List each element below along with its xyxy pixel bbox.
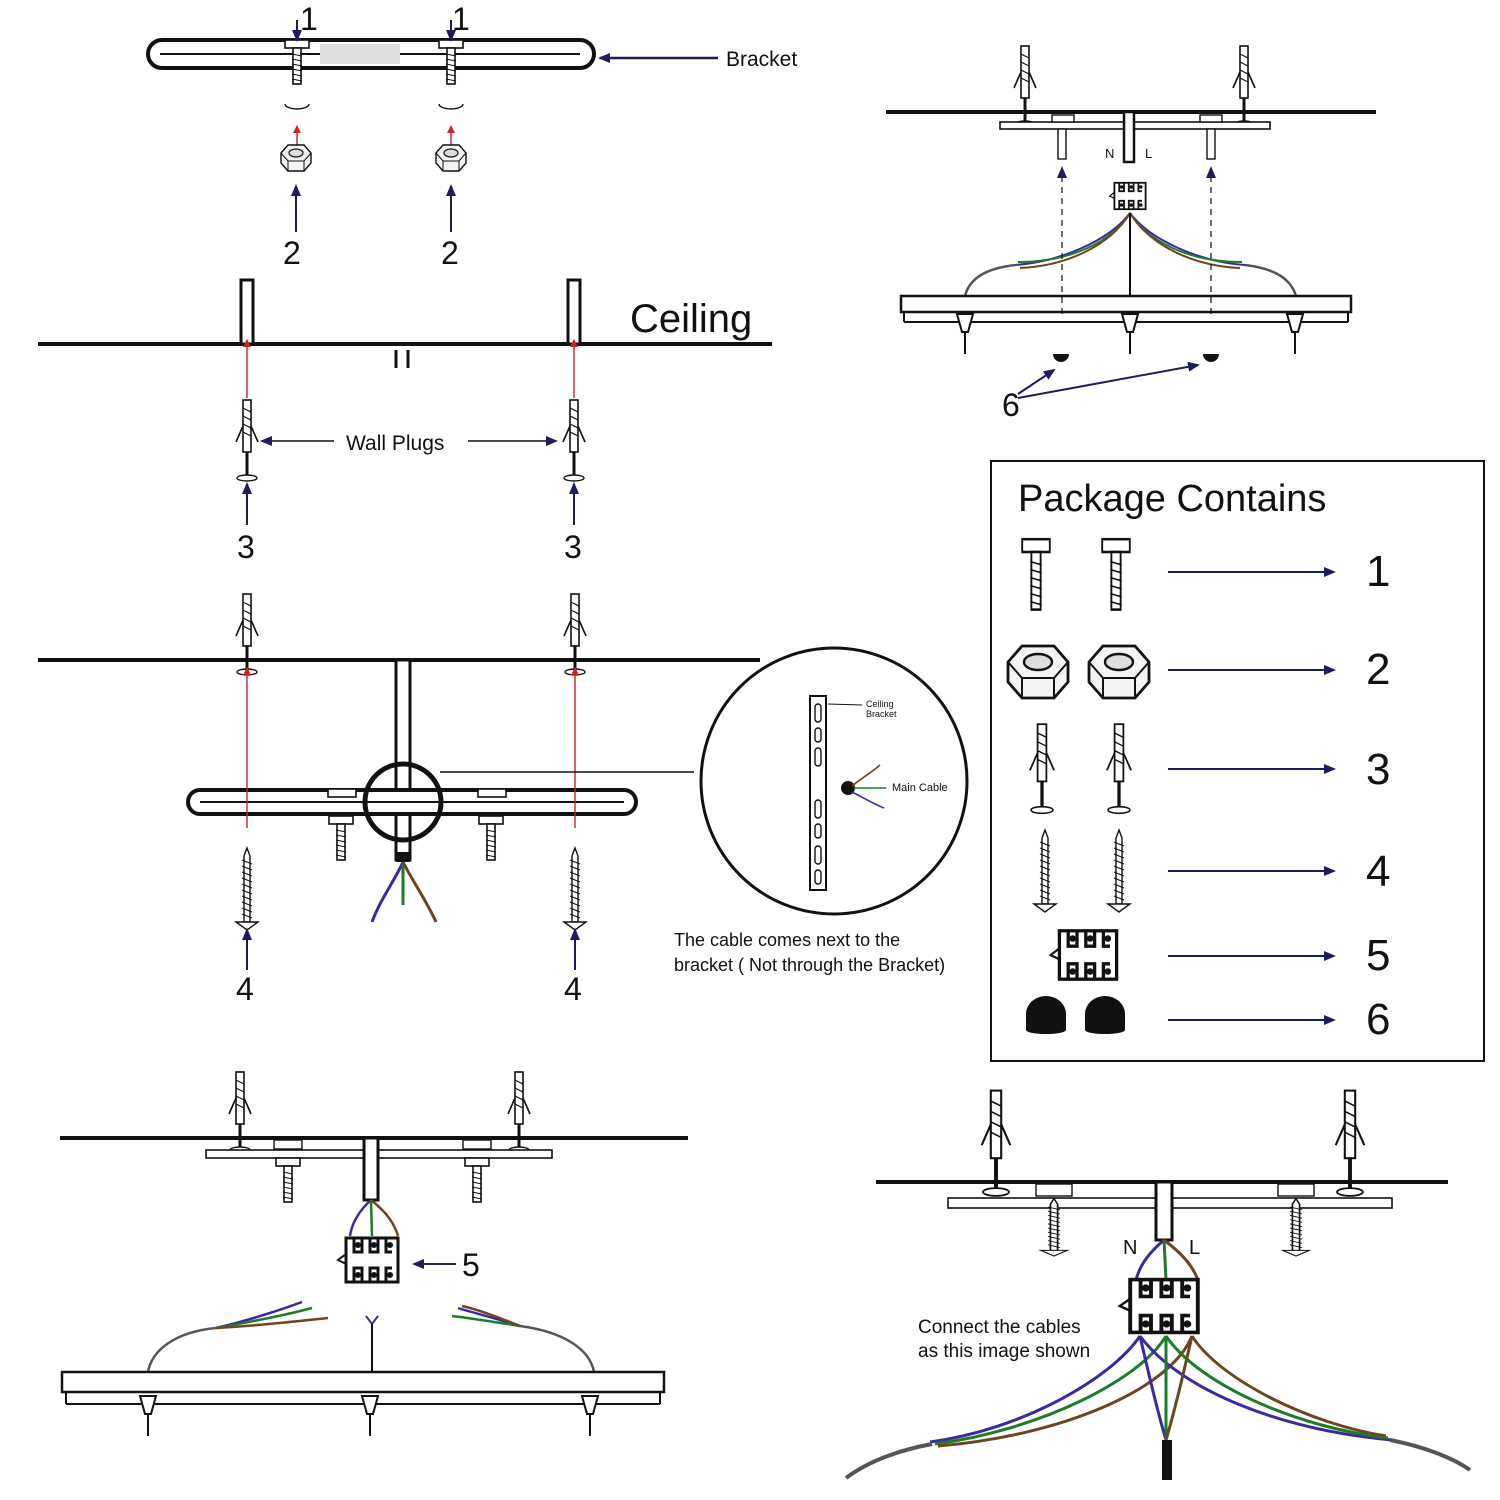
package-contains-box: Package Contains 1 2 3 4 — [990, 460, 1485, 1062]
grip-bl-left-icon — [139, 1395, 157, 1437]
package-item-4: 4 — [1033, 829, 1390, 913]
plug-tr-left-icon — [1012, 44, 1038, 129]
wood-screw-right-icon — [563, 847, 587, 931]
label-number-5: 5 — [462, 1247, 480, 1283]
grip-bl-center-icon — [361, 1395, 379, 1437]
step-canopy-caps: N L 6 — [886, 44, 1376, 423]
package-item-5: 5 — [1048, 929, 1390, 981]
cable-note-line2: bracket ( Not through the Bracket) — [674, 955, 945, 975]
bolt-bl-left-icon — [275, 1157, 301, 1203]
plug-bl-right-icon — [506, 1070, 532, 1155]
label-number-1-left: 1 — [300, 1, 318, 37]
plug-bl-left-icon — [227, 1070, 253, 1155]
connect-note-line1: Connect the cables — [918, 1317, 1081, 1338]
package-item-6: 6 — [1026, 995, 1390, 1044]
end-cap-icon — [1026, 996, 1066, 1034]
wall-plug-installed-left-icon — [234, 592, 260, 677]
grip-right-icon — [1286, 313, 1304, 355]
label-l-bottom: L — [1189, 1237, 1200, 1259]
grip-center-icon — [1121, 313, 1139, 355]
bolt-bl-right-icon — [464, 1157, 490, 1203]
connector-br-icon — [1117, 1277, 1200, 1335]
label-main-cable: Main Cable — [892, 782, 948, 794]
label-number-2-left: 2 — [283, 235, 301, 271]
label-wall-plugs: Wall Plugs — [346, 432, 444, 455]
label-l-top: L — [1145, 146, 1152, 161]
wall-plug-left-icon — [234, 398, 260, 483]
label-number-6: 6 — [1002, 387, 1020, 423]
cap-right-icon — [1203, 354, 1219, 362]
label-number-3-right: 3 — [564, 529, 582, 565]
package-number-4: 4 — [1366, 847, 1390, 896]
nut-right-icon — [435, 144, 467, 172]
label-bracket: Bracket — [726, 48, 797, 71]
end-cap-icon — [1085, 996, 1125, 1034]
connector-bl-icon — [336, 1236, 400, 1284]
detail-callout: Ceiling Bracket Main Cable — [699, 646, 969, 916]
ceiling-bracket-detail — [809, 695, 827, 891]
hex-nut-icon — [1006, 644, 1070, 700]
package-number-2: 2 — [1366, 645, 1390, 694]
connect-note-line2: as this image shown — [918, 1341, 1090, 1362]
label-number-1-right: 1 — [452, 1, 470, 37]
label-ceiling: Ceiling — [630, 297, 752, 341]
label-number-4-left: 4 — [236, 971, 254, 1007]
plug-tr-right-icon — [1231, 44, 1257, 129]
ceiling-rod — [394, 658, 412, 862]
label-ceiling-bracket-line2: Bracket — [866, 709, 897, 719]
package-number-5: 5 — [1366, 931, 1390, 980]
label-number-2-right: 2 — [441, 235, 459, 271]
step-connector: 5 — [60, 1070, 688, 1437]
nut-left-icon — [280, 144, 312, 172]
bolt-left-icon — [328, 815, 354, 861]
wall-plug-right-icon — [561, 398, 587, 483]
label-n-top: N — [1105, 146, 1114, 161]
package-item-1: 1 — [1020, 537, 1390, 611]
wood-screw-left-icon — [235, 847, 259, 931]
label-number-3-left: 3 — [237, 529, 255, 565]
step-ceiling-plugs: Ceiling Wall Plugs 3 3 — [38, 278, 772, 565]
step-fix-bracket: 4 4 Ceiling Bracket Main Cable The cable… — [38, 592, 969, 1007]
package-item-2: 2 — [1006, 644, 1390, 700]
canopy-bar-top — [899, 294, 1353, 314]
cap-left-icon — [1053, 354, 1069, 362]
package-item-3: 3 — [1028, 722, 1390, 815]
cable-note-line1: The cable comes next to the — [674, 930, 900, 950]
package-number-6: 6 — [1366, 995, 1390, 1044]
wire-blue — [370, 861, 405, 923]
grip-left-icon — [956, 313, 974, 355]
package-number-3: 3 — [1366, 745, 1390, 794]
step-bracket-assembly: 1 1 2 2 Bracket — [146, 1, 797, 271]
magnifier-circle — [362, 761, 444, 843]
bolt-right-icon — [478, 815, 504, 861]
package-title: Package Contains — [1018, 478, 1326, 520]
wall-plug-installed-right-icon — [562, 592, 588, 677]
grip-bl-right-icon — [581, 1395, 599, 1437]
hex-nut-icon — [1087, 644, 1151, 700]
label-n-bottom: N — [1123, 1237, 1137, 1259]
package-number-1: 1 — [1366, 547, 1390, 596]
label-number-4-right: 4 — [564, 971, 582, 1007]
main-cable-end — [841, 781, 855, 795]
canopy-bar-bottom — [60, 1370, 666, 1394]
step-connect-cables: N L Connect the cables as this image sho… — [844, 1088, 1472, 1480]
wire-brown — [401, 861, 438, 923]
connector-tr-icon — [1108, 181, 1147, 211]
label-ceiling-bracket-line1: Ceiling — [866, 699, 894, 709]
terminal-block-icon — [1048, 929, 1119, 981]
